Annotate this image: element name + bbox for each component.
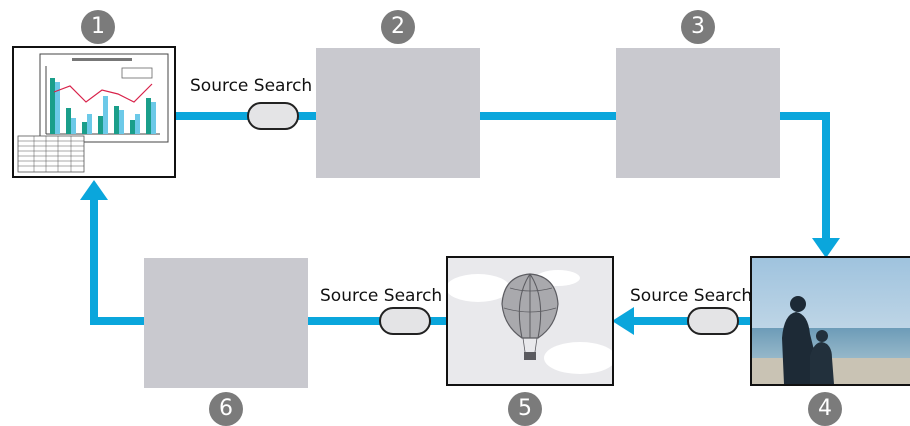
step-number-4: 4	[808, 392, 842, 426]
screen-4-beach-photo	[750, 256, 910, 386]
source-search-button-icon-4-5	[687, 307, 739, 335]
arrow-up-to-1	[80, 180, 108, 200]
step-number-5: 5	[508, 392, 542, 426]
beach-photo-image	[752, 258, 910, 384]
step-number-1: 1	[81, 10, 115, 44]
step-number-3: 3	[681, 10, 715, 44]
screen-5-balloon	[446, 256, 614, 386]
balloon-image	[448, 258, 612, 384]
source-search-button-icon-top	[247, 102, 299, 130]
step-number-6: 6	[209, 392, 243, 426]
source-search-label-top: Source Search	[190, 76, 313, 96]
presentation-chart-image	[17, 53, 169, 173]
flow-line-5-to-1	[90, 198, 446, 325]
source-search-label-5-6: Source Search	[320, 286, 443, 306]
screen-1-presentation	[12, 46, 176, 178]
step-number-2: 2	[381, 10, 415, 44]
source-search-button-icon-5-6	[379, 307, 431, 335]
arrow-down-to-4	[812, 238, 840, 258]
screen-2-blank	[316, 48, 480, 178]
arrow-left-to-5	[612, 307, 634, 335]
source-search-label-4-5: Source Search	[630, 286, 753, 306]
screen-3-blank	[616, 48, 780, 178]
screen-6-blank	[144, 258, 308, 388]
